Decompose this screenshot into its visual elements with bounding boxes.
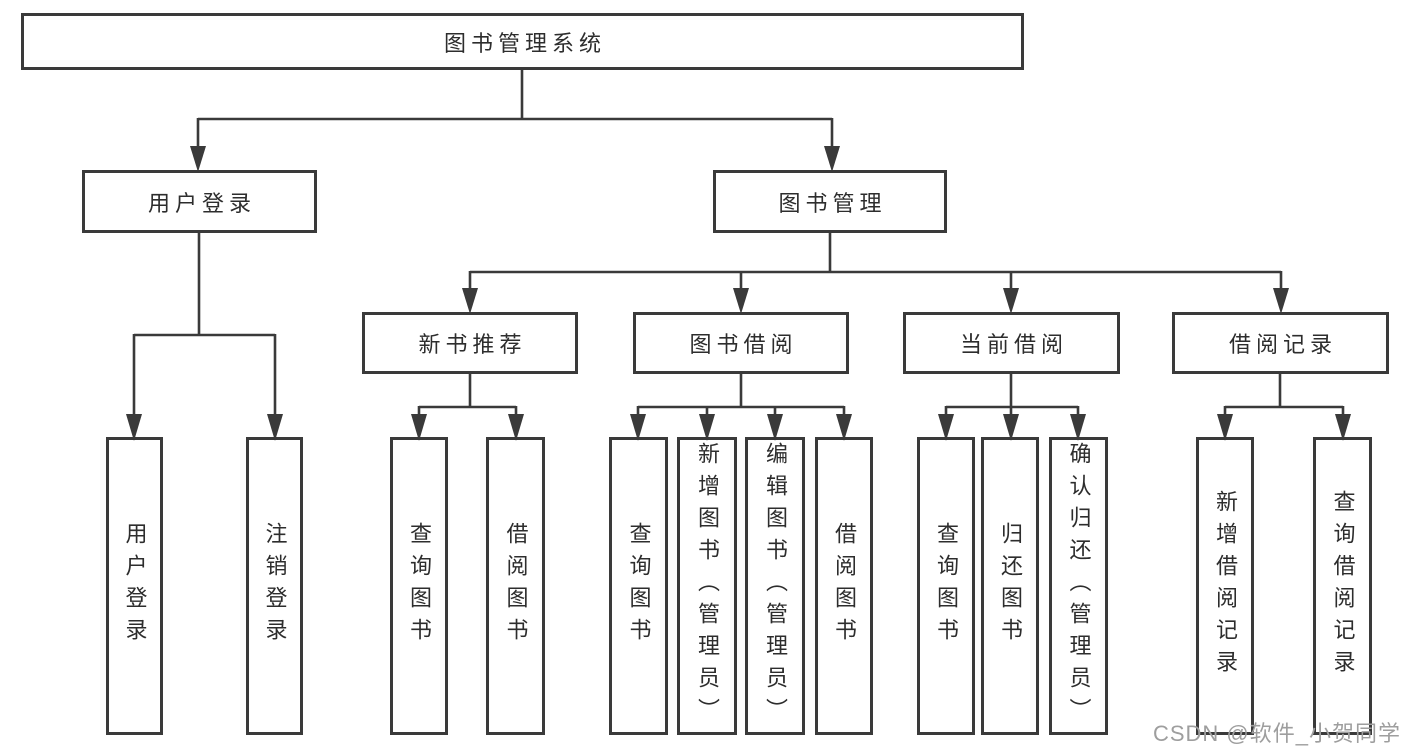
leaf-records-query-borrow-record: 查询借阅记录 [1313, 437, 1372, 735]
leaf-newrec-borrow-books: 借阅图书 [486, 437, 545, 735]
leaf-label: 用户登录 [122, 522, 148, 650]
node-book-borrow: 图书借阅 [633, 312, 849, 374]
leaf-current-query-books: 查询图书 [917, 437, 975, 735]
leaf-records-add-borrow-record: 新增借阅记录 [1196, 437, 1254, 735]
node-book-management: 图书管理 [713, 170, 947, 233]
leaf-label: 查询图书 [407, 522, 432, 650]
leaf-logout: 注销登录 [246, 437, 303, 735]
node-label: 用户登录 [147, 190, 256, 216]
node-user-login: 用户登录 [82, 170, 317, 233]
node-label: 新书推荐 [418, 332, 527, 357]
leaf-label: 注销登录 [262, 522, 288, 650]
leaf-label: 新增借阅记录 [1213, 490, 1238, 682]
leaf-borrow-add-books-admin: 新增图书（管理员） [677, 437, 737, 735]
leaf-current-confirm-return-admin: 确认归还（管理员） [1049, 437, 1108, 735]
node-label: 当前借阅 [959, 332, 1068, 357]
node-label: 借阅记录 [1228, 332, 1337, 357]
node-label: 图书管理系统 [443, 30, 606, 56]
leaf-borrow-borrow-books: 借阅图书 [815, 437, 873, 735]
leaf-newrec-query-books: 查询图书 [390, 437, 448, 735]
leaf-label: 查询图书 [626, 522, 652, 650]
leaf-user-login: 用户登录 [106, 437, 163, 735]
leaf-borrow-edit-books-admin: 编辑图书（管理员） [745, 437, 805, 735]
leaf-label: 确认归还（管理员） [1066, 442, 1092, 730]
csdn-watermark: CSDN @软件_小贺同学 [1152, 721, 1401, 746]
leaf-label: 查询图书 [934, 522, 959, 650]
node-library-management-system: 图书管理系统 [21, 13, 1024, 70]
node-new-book-recommend: 新书推荐 [362, 312, 578, 374]
leaf-label: 新增图书（管理员） [695, 442, 720, 730]
node-label: 图书借阅 [689, 332, 798, 357]
leaf-label: 查询借阅记录 [1330, 490, 1356, 682]
leaf-label: 借阅图书 [832, 522, 857, 650]
node-current-borrow: 当前借阅 [903, 312, 1120, 374]
leaf-label: 归还图书 [998, 522, 1023, 650]
node-borrow-records: 借阅记录 [1172, 312, 1389, 374]
node-label: 图书管理 [778, 190, 887, 216]
leaf-borrow-query-books: 查询图书 [609, 437, 668, 735]
leaf-current-return-books: 归还图书 [981, 437, 1039, 735]
leaf-label: 借阅图书 [503, 522, 529, 650]
leaf-label: 编辑图书（管理员） [763, 442, 788, 730]
